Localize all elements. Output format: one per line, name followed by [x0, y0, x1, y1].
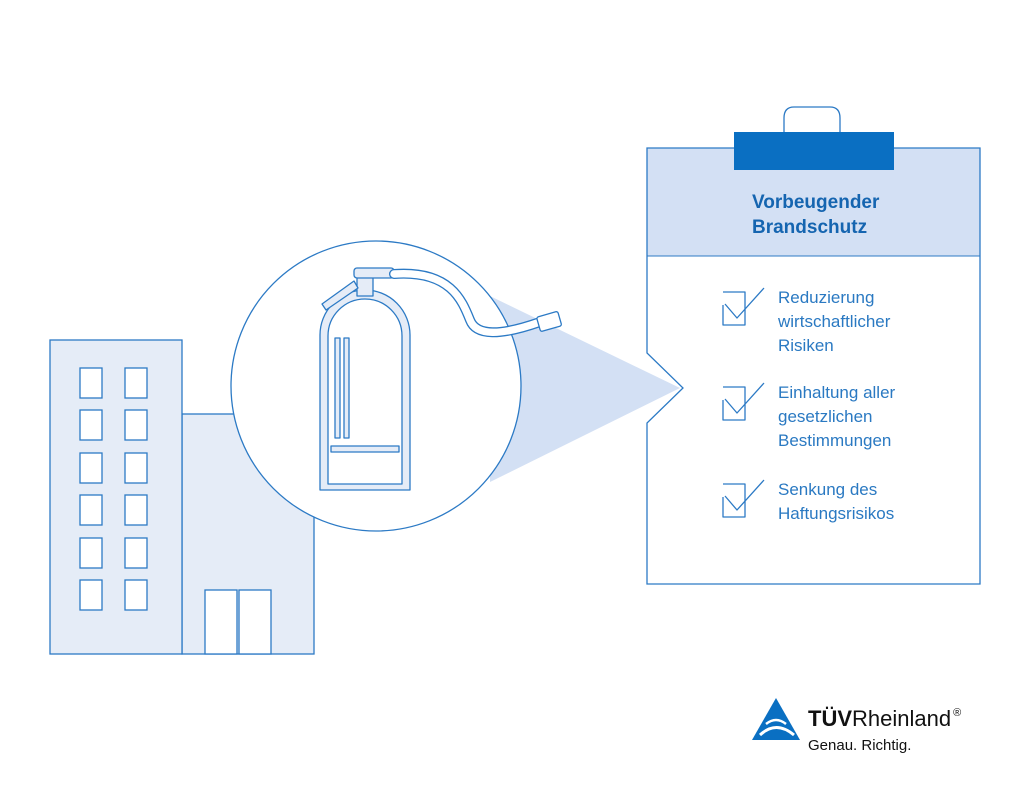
checkmark-icon	[722, 287, 765, 326]
building-door	[204, 589, 272, 655]
checkmark-icon	[722, 479, 765, 518]
tuv-triangle-logo-icon	[752, 698, 800, 740]
logo-wordmark: TÜVRheinland®	[808, 706, 962, 731]
check-item-text: Senkung des Haftungsrisikos	[778, 480, 895, 523]
check-item-text: Reduzierung wirtschaftlicher Risiken	[778, 288, 891, 355]
building-tower	[49, 339, 183, 655]
clipboard-clip	[734, 132, 894, 170]
logo-tagline: Genau. Richtig.	[808, 737, 912, 754]
checkmark-icon	[722, 382, 765, 421]
fire-extinguisher-icon	[319, 267, 562, 491]
clipboard-icon	[646, 106, 981, 585]
building-windows	[79, 367, 148, 611]
board-title: Vorbeugender Brandschutz	[752, 192, 880, 238]
callout-beam	[490, 296, 680, 482]
check-item-text: Einhaltung aller gesetzlichen Bestimmung…	[778, 383, 896, 450]
